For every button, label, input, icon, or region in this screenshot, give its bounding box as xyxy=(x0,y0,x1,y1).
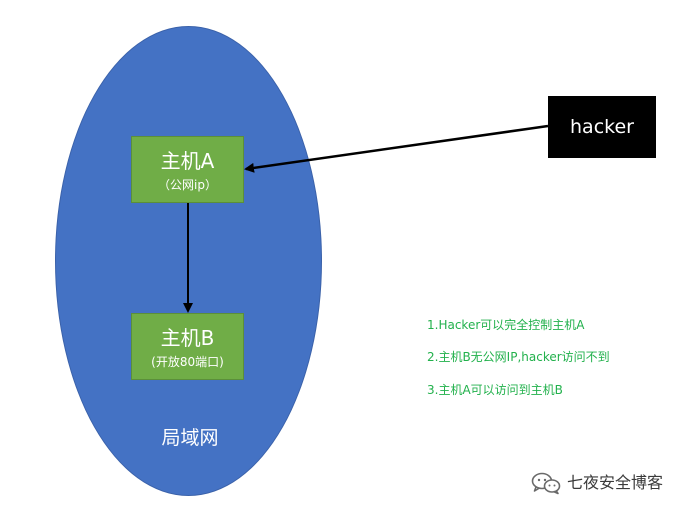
host-b-title: 主机B xyxy=(160,326,215,350)
note-2: 2.主机B无公网IP,hacker访问不到 xyxy=(427,350,610,364)
host-b-subtitle: (开放80端口) xyxy=(151,355,224,369)
note-3: 3.主机A可以访问到主机B xyxy=(427,383,563,397)
note-1: 1.Hacker可以完全控制主机A xyxy=(427,318,585,332)
host-a-title: 主机A xyxy=(160,149,215,173)
hacker-to-host-a-arrow xyxy=(244,124,549,173)
wechat-icon xyxy=(531,472,561,495)
watermark-text: 七夜安全博客 xyxy=(567,473,664,492)
watermark: 七夜安全博客 xyxy=(531,470,663,496)
hacker-node: hacker xyxy=(548,96,656,158)
host-b-node: 主机B (开放80端口) xyxy=(131,313,244,380)
host-a-subtitle: （公网ip） xyxy=(158,178,217,192)
host-a-node: 主机A （公网ip） xyxy=(131,136,244,203)
lan-label: 局域网 xyxy=(161,427,219,449)
